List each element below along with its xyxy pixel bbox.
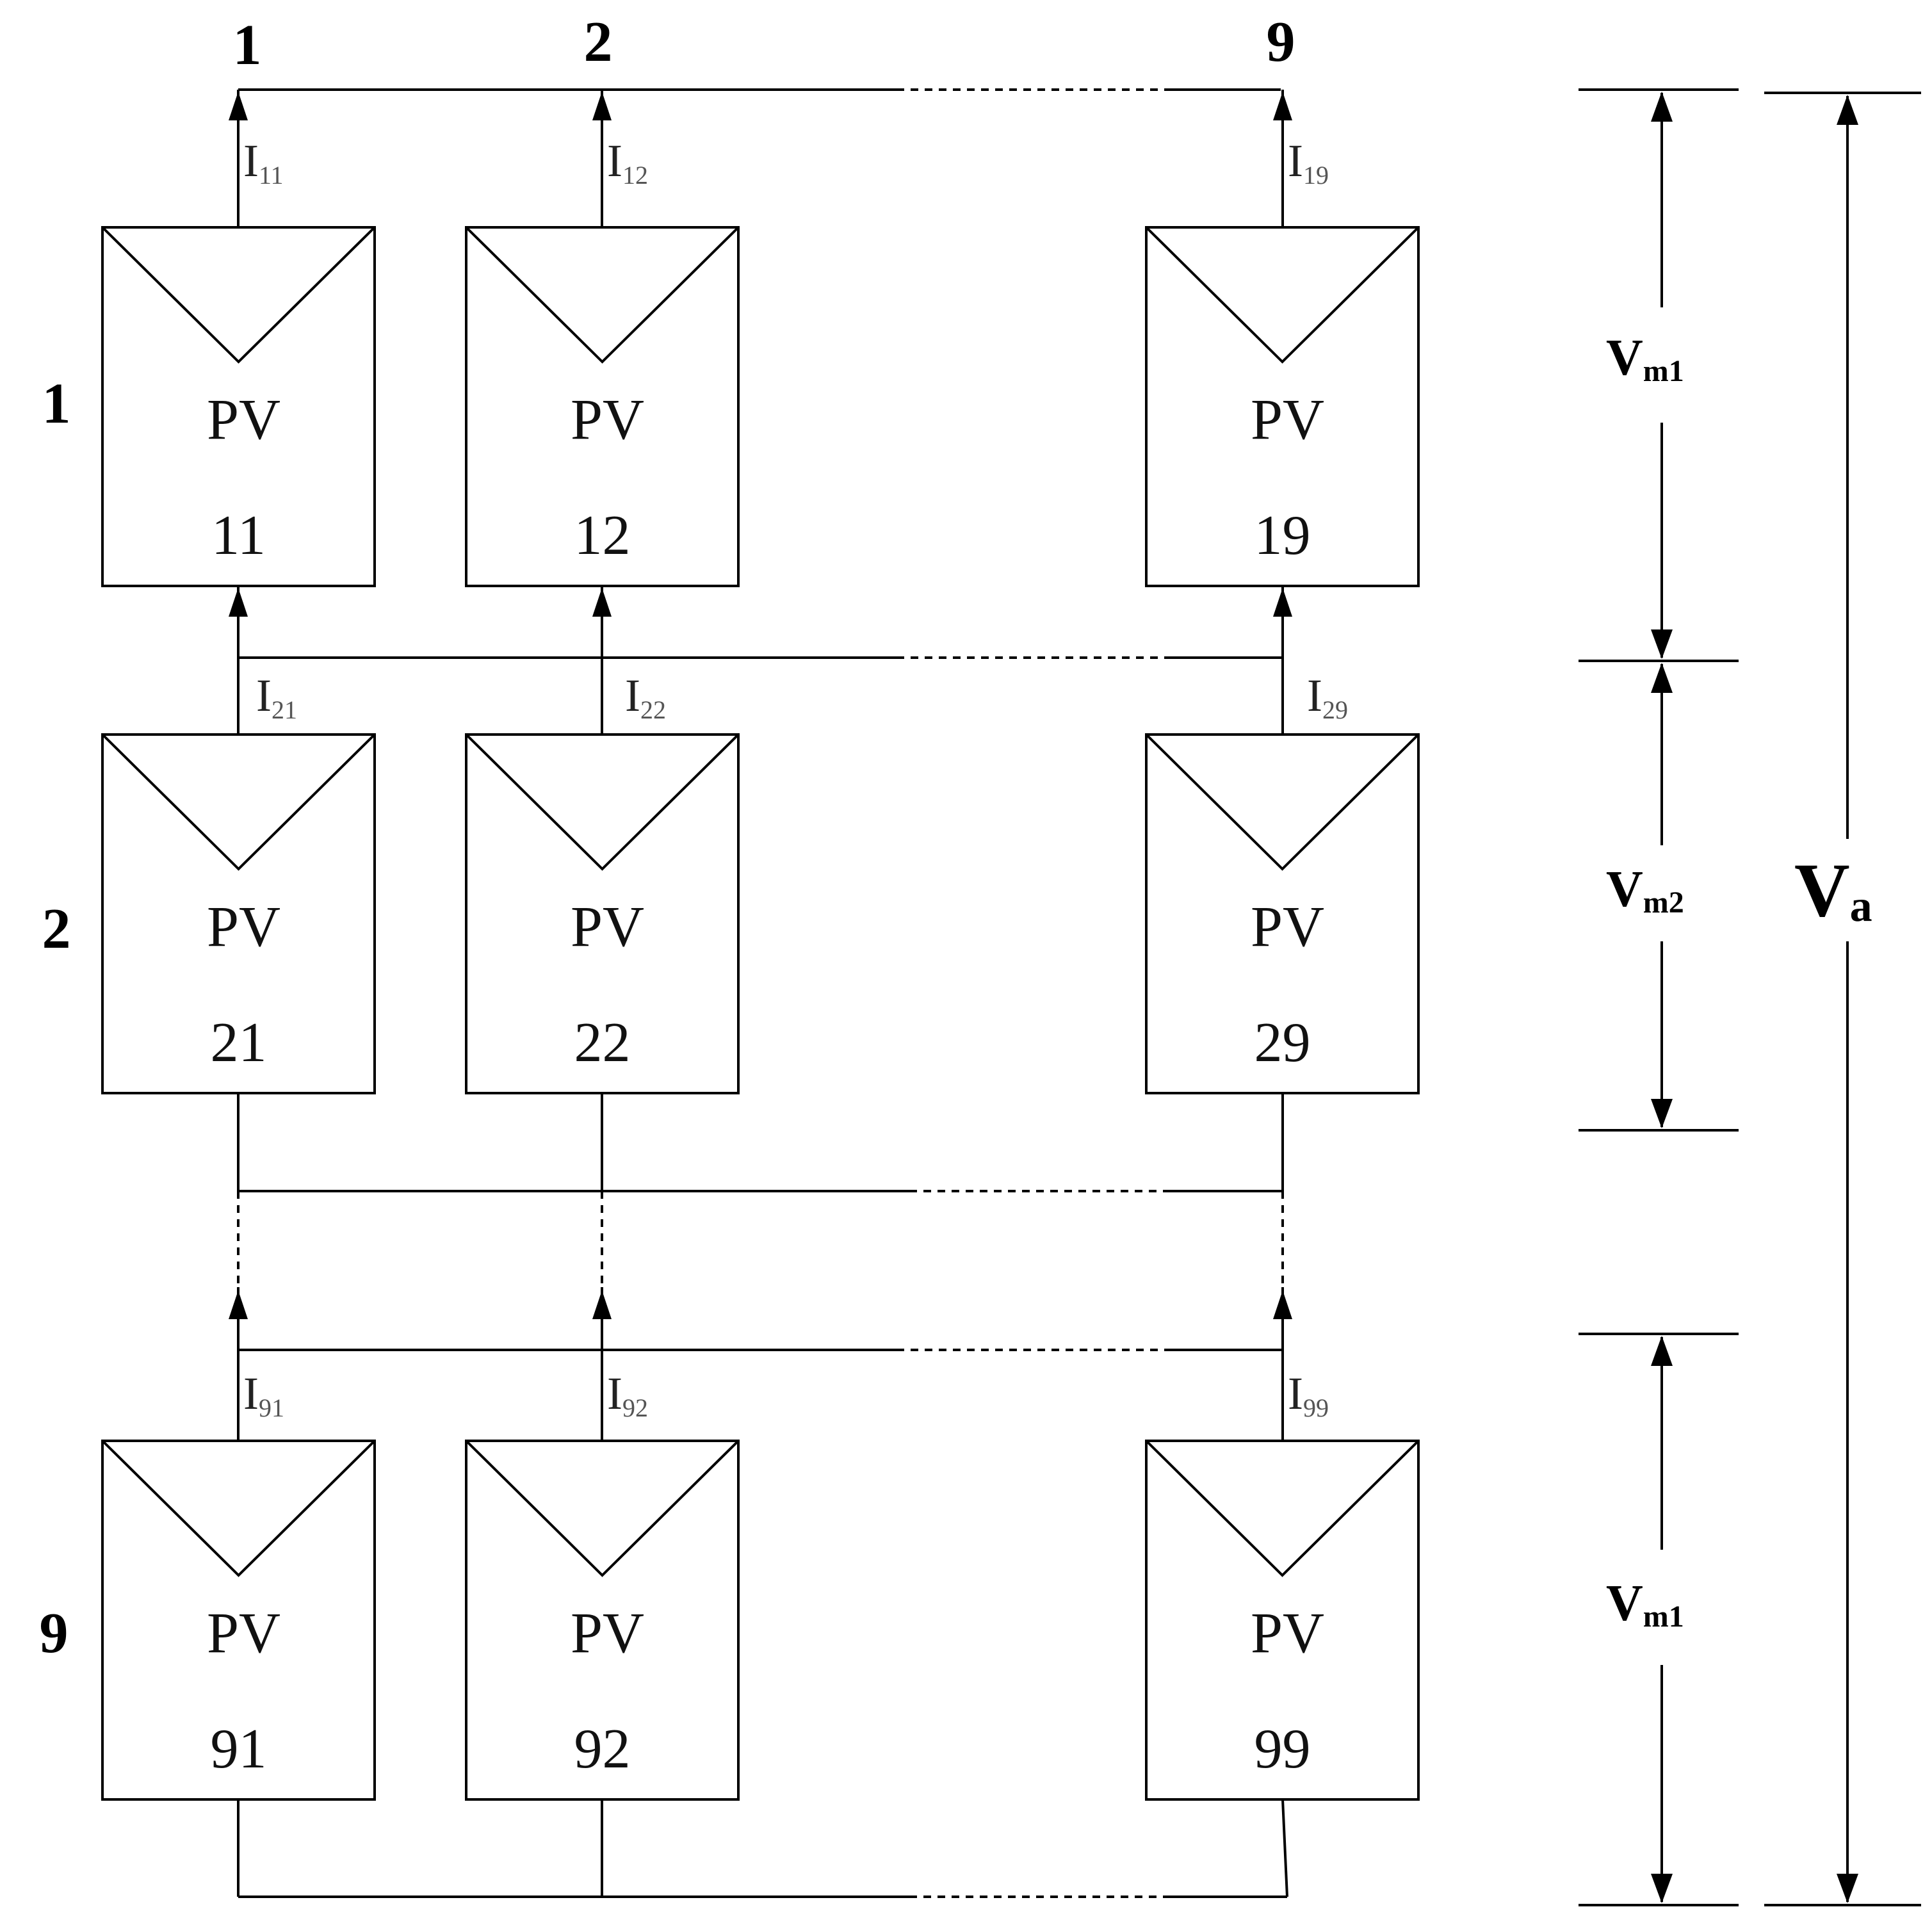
arrow-up-icon [592,1290,612,1319]
current-label: I11 [243,135,284,190]
current-label: I29 [1307,670,1348,724]
arrow-up-icon [229,588,248,617]
pv-symbol-icon [1145,1440,1420,1577]
arrow-up-icon [1651,663,1673,693]
pv-module: PV 12 [465,226,740,587]
voltage-label-va: Va [1794,847,1872,932]
arrow-up-icon [1273,92,1292,120]
pv-symbol-icon [465,1440,740,1577]
arrow-up-icon [1651,1336,1673,1366]
pv-module-label: PV [207,895,280,959]
voltage-label-vm1-bottom: Vm1 [1606,1575,1684,1634]
voltage-label-vm1-top: Vm1 [1606,330,1684,388]
arrow-up-icon [592,92,612,120]
pv-module-label: PV [207,388,280,451]
pv-module: PV 19 [1145,226,1420,587]
pv-module-box [101,733,376,1094]
pv-symbol-icon [1145,226,1420,364]
pv-module-box [465,1440,740,1801]
arrow-up-icon [1273,588,1292,617]
pv-symbol-icon [1145,733,1420,871]
arrow-up-icon [229,92,248,120]
pv-module-box [465,226,740,587]
pv-module-label: PV [1251,388,1324,451]
pv-module-label: PV [1251,1602,1324,1665]
column-label-2: 2 [584,10,613,74]
current-label: I12 [607,135,648,190]
arrow-up-icon [1273,1290,1292,1319]
arrow-up-icon [592,588,612,617]
row-label-9: 9 [40,1602,69,1665]
array-voltage-dimension: Va [1764,92,1921,1906]
current-label: I99 [1288,1368,1329,1422]
current-arrows [229,92,1292,1319]
pv-module-number: 11 [211,505,266,567]
pv-module: PV 99 [1145,1440,1420,1801]
pv-module-number: 29 [1254,1012,1311,1074]
pv-symbol-icon [101,733,376,871]
column-label-9: 9 [1267,10,1295,74]
pv-symbol-icon [101,1440,376,1577]
pv-module-label: PV [207,1602,280,1665]
pv-module-number: 91 [211,1718,267,1780]
pv-module-label: PV [571,388,644,451]
pv-module-number: 19 [1254,505,1311,567]
pv-symbol-icon [465,733,740,871]
pv-module: PV 91 [101,1440,376,1801]
current-label: I19 [1288,135,1329,190]
pv-module: PV 22 [465,733,740,1094]
arrow-up-icon [1651,92,1673,122]
column-label-1: 1 [233,13,262,77]
pv-module-number: 22 [574,1012,631,1074]
pv-module: PV 11 [101,226,376,587]
pv-module: PV 29 [1145,733,1420,1094]
current-label: I92 [607,1368,648,1422]
pv-module-label: PV [571,895,644,959]
current-label: I22 [625,670,666,724]
pv-module-box [465,733,740,1094]
row-label-1: 1 [42,372,71,435]
pv-module-box [101,1440,376,1801]
row-label-2: 2 [42,897,71,961]
row-labels: 1 2 9 [40,372,71,1665]
pv-module-number: 21 [211,1012,267,1074]
pv-module-box [1145,1440,1420,1801]
pv-module: PV 21 [101,733,376,1094]
arrow-down-icon [1651,1874,1673,1903]
column-wires [237,90,1288,1897]
pv-module-number: 99 [1254,1718,1311,1780]
current-label: I91 [243,1368,284,1422]
pv-module-number: 92 [574,1718,631,1780]
pv-symbol-icon [101,226,376,364]
voltage-label-vm2: Vm2 [1606,861,1684,920]
current-label: I21 [256,670,297,724]
module-voltage-dimensions: Vm1 Vm2 Vm1 [1579,88,1739,1906]
arrow-down-icon [1837,1874,1858,1903]
pv-module-box [1145,226,1420,587]
pv-module-box [1145,733,1420,1094]
pv-symbol-icon [465,226,740,364]
arrow-up-icon [229,1290,248,1319]
pv-module-label: PV [571,1602,644,1665]
pv-module-number: 12 [574,505,631,567]
arrow-down-icon [1651,629,1673,659]
arrow-down-icon [1651,1099,1673,1128]
pv-module-box [101,226,376,587]
column-labels: 1 2 9 [233,10,1295,77]
pv-module-label: PV [1251,895,1324,959]
arrow-up-icon [1837,95,1858,125]
pv-module: PV 92 [465,1440,740,1801]
